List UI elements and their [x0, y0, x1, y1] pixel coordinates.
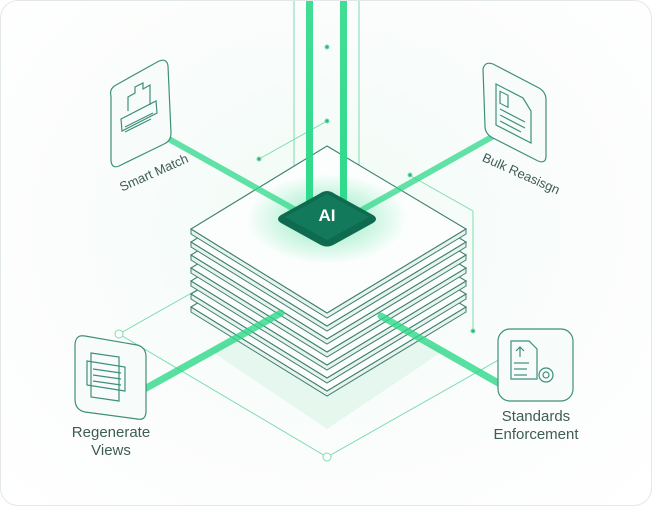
label-regenerate-views-line1: Regenerate: [71, 424, 151, 441]
label-standards-line2: Enforcement: [493, 426, 579, 443]
vertical-beam-right: [340, 1, 347, 211]
document-icon: [495, 83, 532, 144]
stacked-pages-icon: [86, 352, 126, 402]
label-regenerate-views-line2: Views: [91, 442, 131, 459]
tile-standards-enforcement[interactable]: [497, 328, 574, 402]
ai-chip: [278, 191, 376, 247]
ground-guides: [114, 1, 542, 462]
vertical-beam-left: [306, 1, 313, 211]
tile-smart-match[interactable]: [109, 59, 172, 168]
label-regenerate-views: Regenerate Views: [51, 424, 171, 460]
chip-label: AI: [318, 206, 336, 225]
label-standards-line1: Standards: [501, 408, 571, 425]
tile-bulk-reassign[interactable]: [482, 62, 547, 163]
document-gear-icon: [510, 340, 554, 383]
puzzle-document-icon: [120, 82, 158, 133]
label-standards-enforcement: Standards Enforcement: [471, 408, 601, 444]
tile-regenerate-views[interactable]: [74, 335, 147, 420]
